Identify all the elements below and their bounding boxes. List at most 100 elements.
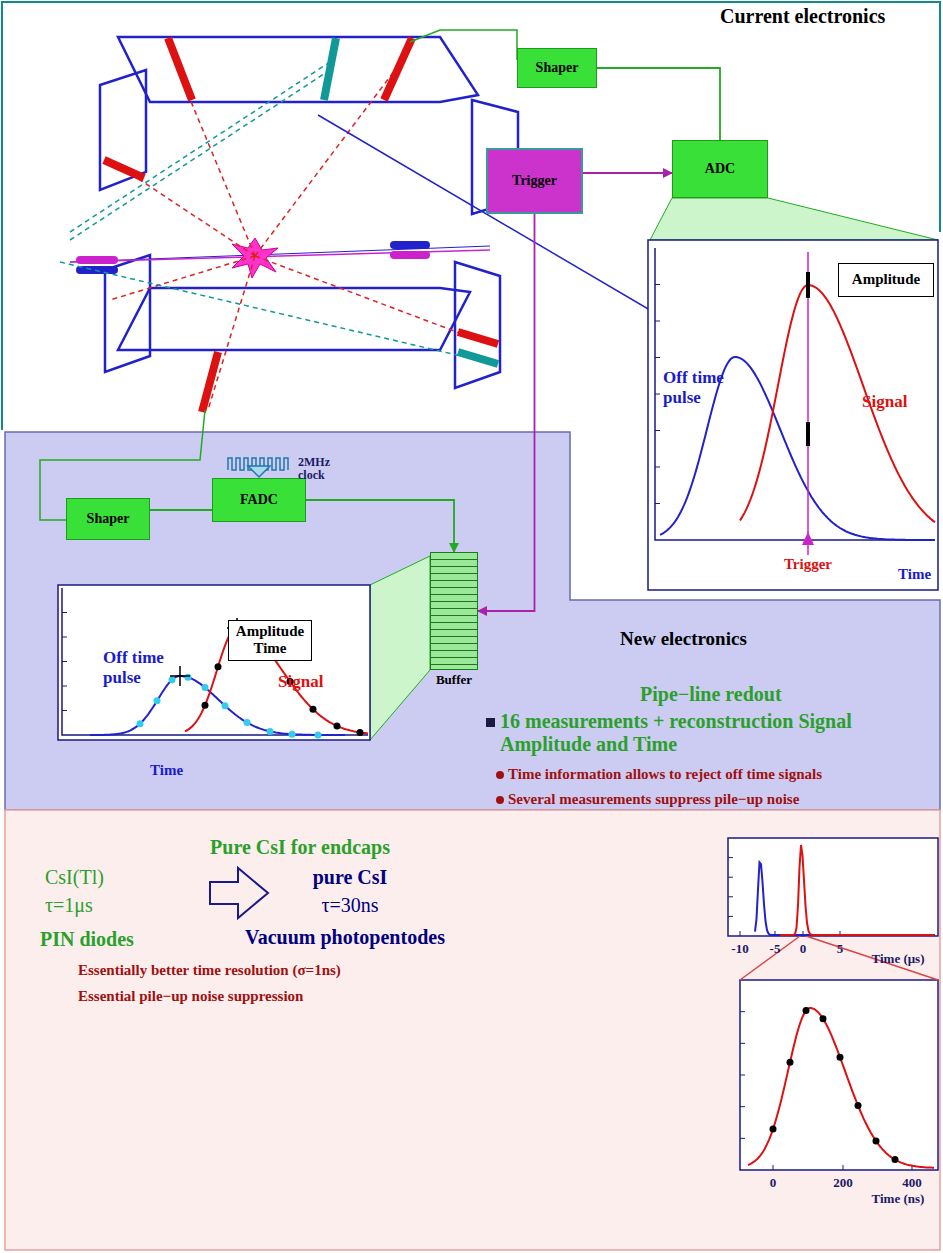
tick <box>740 1106 745 1107</box>
text-label: 5 <box>837 942 844 957</box>
connector <box>583 172 672 174</box>
tracks-part <box>125 170 255 256</box>
zoom-funnels-part <box>370 556 430 740</box>
text-label: 200 <box>833 1176 853 1191</box>
sample-dot <box>169 676 176 683</box>
text-label: -10 <box>731 942 748 957</box>
tick <box>655 357 660 358</box>
tick <box>728 877 733 878</box>
tick <box>62 661 67 662</box>
text-label: 0 <box>800 942 807 957</box>
sample-dot <box>154 697 161 704</box>
detector-part <box>100 70 146 190</box>
text-label: Vacuum photopentodes <box>245 926 445 949</box>
text-label: Signal <box>862 392 907 412</box>
text-label: pure CsI <box>313 866 388 889</box>
amplitude-time-box: AmplitudeTime <box>228 620 312 661</box>
sample-dot <box>202 684 209 691</box>
text-label: τ=30ns <box>321 894 378 917</box>
text-label: Off time pulse <box>103 648 183 687</box>
text-label: τ=1μs <box>45 894 93 917</box>
tick <box>62 612 67 613</box>
box-label: ADC <box>705 161 735 177</box>
text-label: New electronics <box>620 628 747 650</box>
detector <box>100 37 518 388</box>
crystals-part <box>324 38 336 100</box>
crystals-part <box>458 332 498 344</box>
trigger-box: Trigger <box>486 148 583 214</box>
box-label: Trigger <box>512 173 557 189</box>
tracks-part <box>180 75 255 256</box>
beam-line <box>70 238 490 278</box>
sample-dot <box>185 674 192 681</box>
box-label: FADC <box>240 492 278 508</box>
connector <box>597 68 720 140</box>
tick <box>728 916 733 917</box>
pulse-curve <box>748 1008 934 1168</box>
buffer-box: Buffer <box>430 552 478 670</box>
plot-frames-part <box>648 240 938 590</box>
tick <box>773 1165 774 1170</box>
crystals-part <box>384 38 412 100</box>
pulse-curve <box>740 285 935 522</box>
trigger-line <box>802 252 814 555</box>
text-label: 0 <box>770 1176 777 1191</box>
tick <box>655 394 660 395</box>
pulse-curve <box>660 357 935 540</box>
text-label: -5 <box>770 942 781 957</box>
crystals-part <box>458 352 498 364</box>
clock-part <box>248 466 270 477</box>
pulse-curve <box>780 845 935 935</box>
sample-dot <box>310 706 317 713</box>
axis-ticks <box>62 285 912 1171</box>
tick <box>728 896 733 897</box>
bullets-part <box>496 796 504 804</box>
regions-part <box>5 810 940 1250</box>
tick <box>655 430 660 431</box>
tracks-part <box>208 256 255 410</box>
zoom-funnels-part <box>650 198 938 240</box>
sample-dot <box>787 1059 794 1066</box>
trigger-line-part <box>802 532 814 545</box>
sample-dot <box>222 702 229 709</box>
trigger-line-part <box>806 422 810 446</box>
pulse-curve <box>755 862 935 935</box>
plot-frames-part <box>740 936 800 980</box>
sample-dot <box>837 1054 844 1061</box>
beam-line-part <box>70 250 490 262</box>
sample-dot <box>770 1126 777 1133</box>
detector-part <box>455 262 500 388</box>
sample-dot <box>892 1156 899 1163</box>
tracks-part <box>255 256 478 340</box>
tick <box>728 857 733 858</box>
tick <box>62 637 67 638</box>
beam-line-part <box>390 251 430 259</box>
text-label: Essential pile−up noise suppression <box>78 988 303 1005</box>
clock <box>228 458 288 477</box>
text-label: Time information allows to reject off ti… <box>508 766 822 783</box>
sample-dot <box>803 1007 810 1014</box>
beam-line-part <box>390 241 430 249</box>
sample-dot <box>215 663 222 670</box>
text-label: Time (ns) <box>872 1192 925 1207</box>
box-label: Time <box>253 640 286 657</box>
tick <box>740 1043 745 1044</box>
tick <box>655 503 660 504</box>
text-label: PIN diodes <box>40 928 134 951</box>
shaper-box: Shaper <box>517 48 597 88</box>
tracks-part <box>110 256 255 300</box>
sample-dot <box>202 702 209 709</box>
peak-cross <box>170 666 190 686</box>
box-label: Buffer <box>436 673 472 688</box>
tracks <box>60 62 478 410</box>
sample-dot <box>289 731 296 738</box>
tick <box>62 686 67 687</box>
plot-frames-part <box>728 838 938 936</box>
sample-dot <box>873 1137 880 1144</box>
detector-part <box>118 288 470 350</box>
crystals-part <box>168 38 192 100</box>
connector <box>478 214 535 611</box>
tick <box>655 284 660 285</box>
